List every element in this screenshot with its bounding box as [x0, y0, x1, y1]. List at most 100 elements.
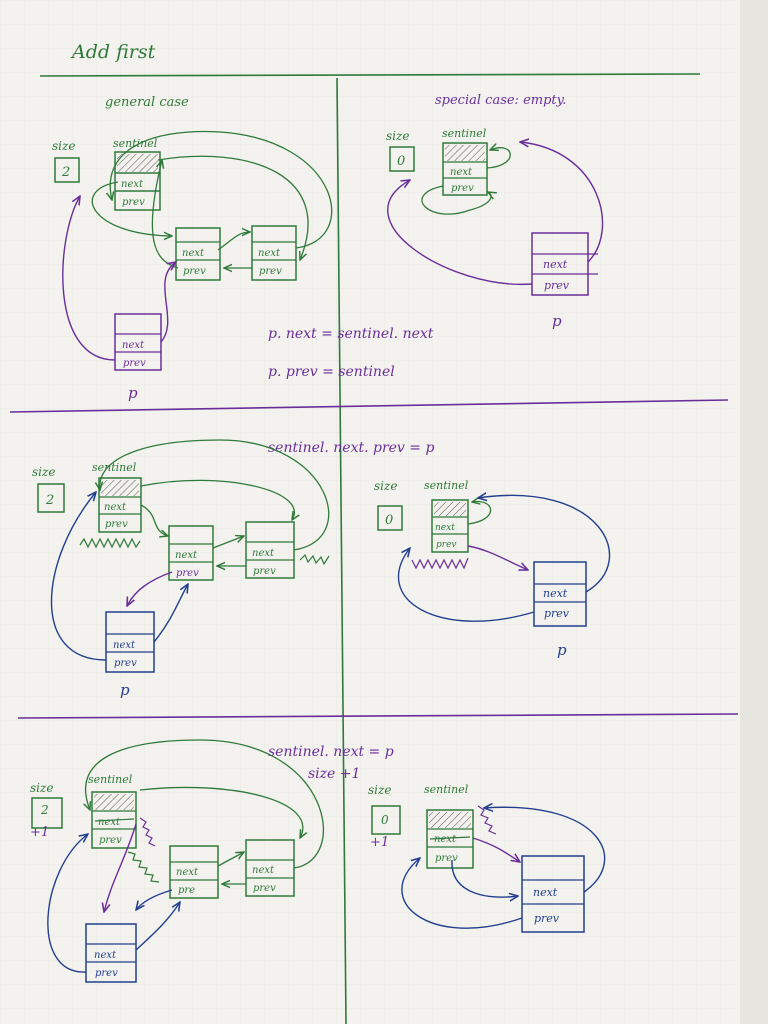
page-title: Add first	[70, 41, 156, 63]
sentinel-label-empty: sentinel	[442, 127, 487, 140]
arrow-empty-next-self	[486, 148, 511, 169]
arrow3-empty-p-prev	[401, 858, 523, 929]
divider-vertical	[336, 77, 347, 1024]
arrow2-empty-prev-to-p	[467, 545, 528, 570]
code-p-next: p. next = sentinel. next	[268, 326, 434, 342]
arrow-a-next-to-b	[217, 232, 250, 251]
list-node-a-3: next pre	[169, 845, 219, 899]
arrow2-p-prev-to-sentinel	[50, 492, 107, 661]
size-value-3: 2	[40, 803, 49, 817]
list-node-b-3: next prev	[245, 839, 295, 897]
p-label-empty-2: p	[557, 641, 567, 659]
crossed-out-link-empty-2	[411, 557, 469, 570]
special-case-label: special case: empty.	[435, 93, 566, 108]
arrow2-sentinel-next-to-a	[140, 504, 168, 536]
node-a-2-prev-field: prev	[176, 568, 199, 579]
node-b-next-field: next	[258, 248, 281, 259]
p-empty-3-next-field: next	[533, 886, 558, 899]
p-prev-field: prev	[123, 358, 146, 369]
arrow3-empty-sentinel-next-to-p	[472, 837, 520, 862]
divider-middle-1	[9, 399, 729, 413]
p-3-prev-field: prev	[95, 968, 118, 979]
sentinel-3-prev-field: prev	[99, 835, 122, 846]
p-empty-2-next-field: next	[543, 587, 568, 600]
general-case-label: general case	[105, 95, 189, 110]
crossed-out-link-3b	[127, 851, 160, 883]
crossed-out-link-2	[79, 537, 141, 549]
sentinel-label-empty-2: sentinel	[424, 479, 469, 492]
p-next-field: next	[122, 340, 145, 351]
arrow2-b-next-to-sentinel	[100, 439, 330, 551]
arrow3-empty-sentinel-prev-to-p	[451, 859, 518, 897]
size-box-empty	[389, 146, 415, 172]
sentinel-next-field: next	[121, 179, 144, 190]
arrow3-a-next-to-b	[217, 852, 244, 867]
size-label-empty-2: size	[374, 479, 397, 493]
new-node-p-empty: next prev	[531, 232, 598, 296]
size-label: size	[52, 139, 75, 153]
sentinel-node-3: next prev	[91, 791, 137, 849]
size-value-empty: 0	[397, 154, 405, 169]
node-a-next-field: next	[182, 248, 205, 259]
arrow-b-next-to-sentinel	[110, 130, 333, 249]
arrow2-sentinel-prev-to-b	[140, 479, 294, 520]
divider-top	[39, 73, 701, 77]
arrow-p-next-to-a	[160, 262, 176, 343]
arrow3-p-next-to-a	[135, 902, 180, 951]
sentinel-label-empty-3: sentinel	[424, 783, 469, 796]
size-box-2	[37, 483, 65, 513]
sentinel-empty-prev-field: prev	[451, 183, 474, 194]
sentinel-prev-field: prev	[122, 197, 145, 208]
size-increment-3: +1	[30, 825, 49, 840]
sentinel-2-next-field: next	[104, 502, 127, 513]
p-label-empty: p	[552, 312, 562, 330]
arrow-empty-p-prev	[387, 180, 533, 286]
crossed-out-link-empty-3	[477, 805, 497, 835]
arrow3-p-prev-to-sentinel	[47, 834, 88, 973]
p-3-next-field: next	[94, 950, 117, 961]
sentinel-empty-next-field: next	[450, 167, 473, 178]
page-shadow	[740, 0, 768, 1024]
sentinel-empty-3-prev-field: prev	[435, 853, 458, 864]
arrow3-empty-p-next	[484, 807, 606, 893]
arrow3-sentinel-prev-to-b	[139, 786, 303, 838]
sentinel-empty-2-prev-field: prev	[436, 540, 456, 550]
node-a-3-next-field: next	[176, 867, 199, 878]
node-a-3-prev-field: pre	[178, 885, 195, 896]
arrow-p-prev-to-sentinel	[62, 196, 116, 361]
arrow2-p-next-to-a	[153, 584, 188, 643]
code-size-plus: size +1	[308, 766, 360, 782]
list-node-a-2: next prev	[168, 525, 214, 581]
size-value-empty-2: 0	[385, 513, 393, 528]
node-b-3-prev-field: prev	[253, 883, 276, 894]
sentinel-3-next-strike	[94, 818, 135, 822]
sentinel-node-empty: next prev	[442, 142, 488, 196]
p-empty-3-prev-field: prev	[534, 912, 560, 925]
new-node-p-3: next prev	[85, 923, 137, 983]
list-node-b: next prev	[251, 225, 297, 281]
crossed-out-link-2b	[299, 553, 330, 566]
crossed-out-link-3a	[139, 817, 156, 847]
list-node-a: next prev	[175, 227, 221, 281]
size-box-empty-2	[377, 505, 403, 531]
p-2-prev-field: prev	[114, 658, 137, 669]
sentinel-node: next prev	[114, 151, 161, 211]
arrow3-sentinel-next-to-p	[104, 823, 137, 912]
arrow2-empty-p-prev	[397, 548, 535, 622]
code-p-prev: p. prev = sentinel	[268, 364, 395, 380]
arrow2-empty-next-self	[467, 502, 492, 525]
sentinel-empty-2-next-field: next	[435, 523, 455, 533]
node-b-2-prev-field: prev	[253, 566, 276, 577]
p-label: p	[128, 384, 138, 402]
p-empty-next-field: next	[543, 258, 568, 271]
p-empty-2-prev-field: prev	[544, 607, 570, 620]
node-b-3-next-field: next	[252, 865, 275, 876]
code-sentinel-next: sentinel. next = p	[268, 744, 394, 760]
size-box	[54, 157, 80, 183]
sentinel-label-3: sentinel	[88, 773, 133, 786]
size-value-2: 2	[45, 493, 54, 508]
node-b-prev-field: prev	[259, 266, 282, 277]
sentinel-empty-3-next-field: next	[434, 834, 457, 845]
sentinel-label-2: sentinel	[92, 461, 137, 474]
